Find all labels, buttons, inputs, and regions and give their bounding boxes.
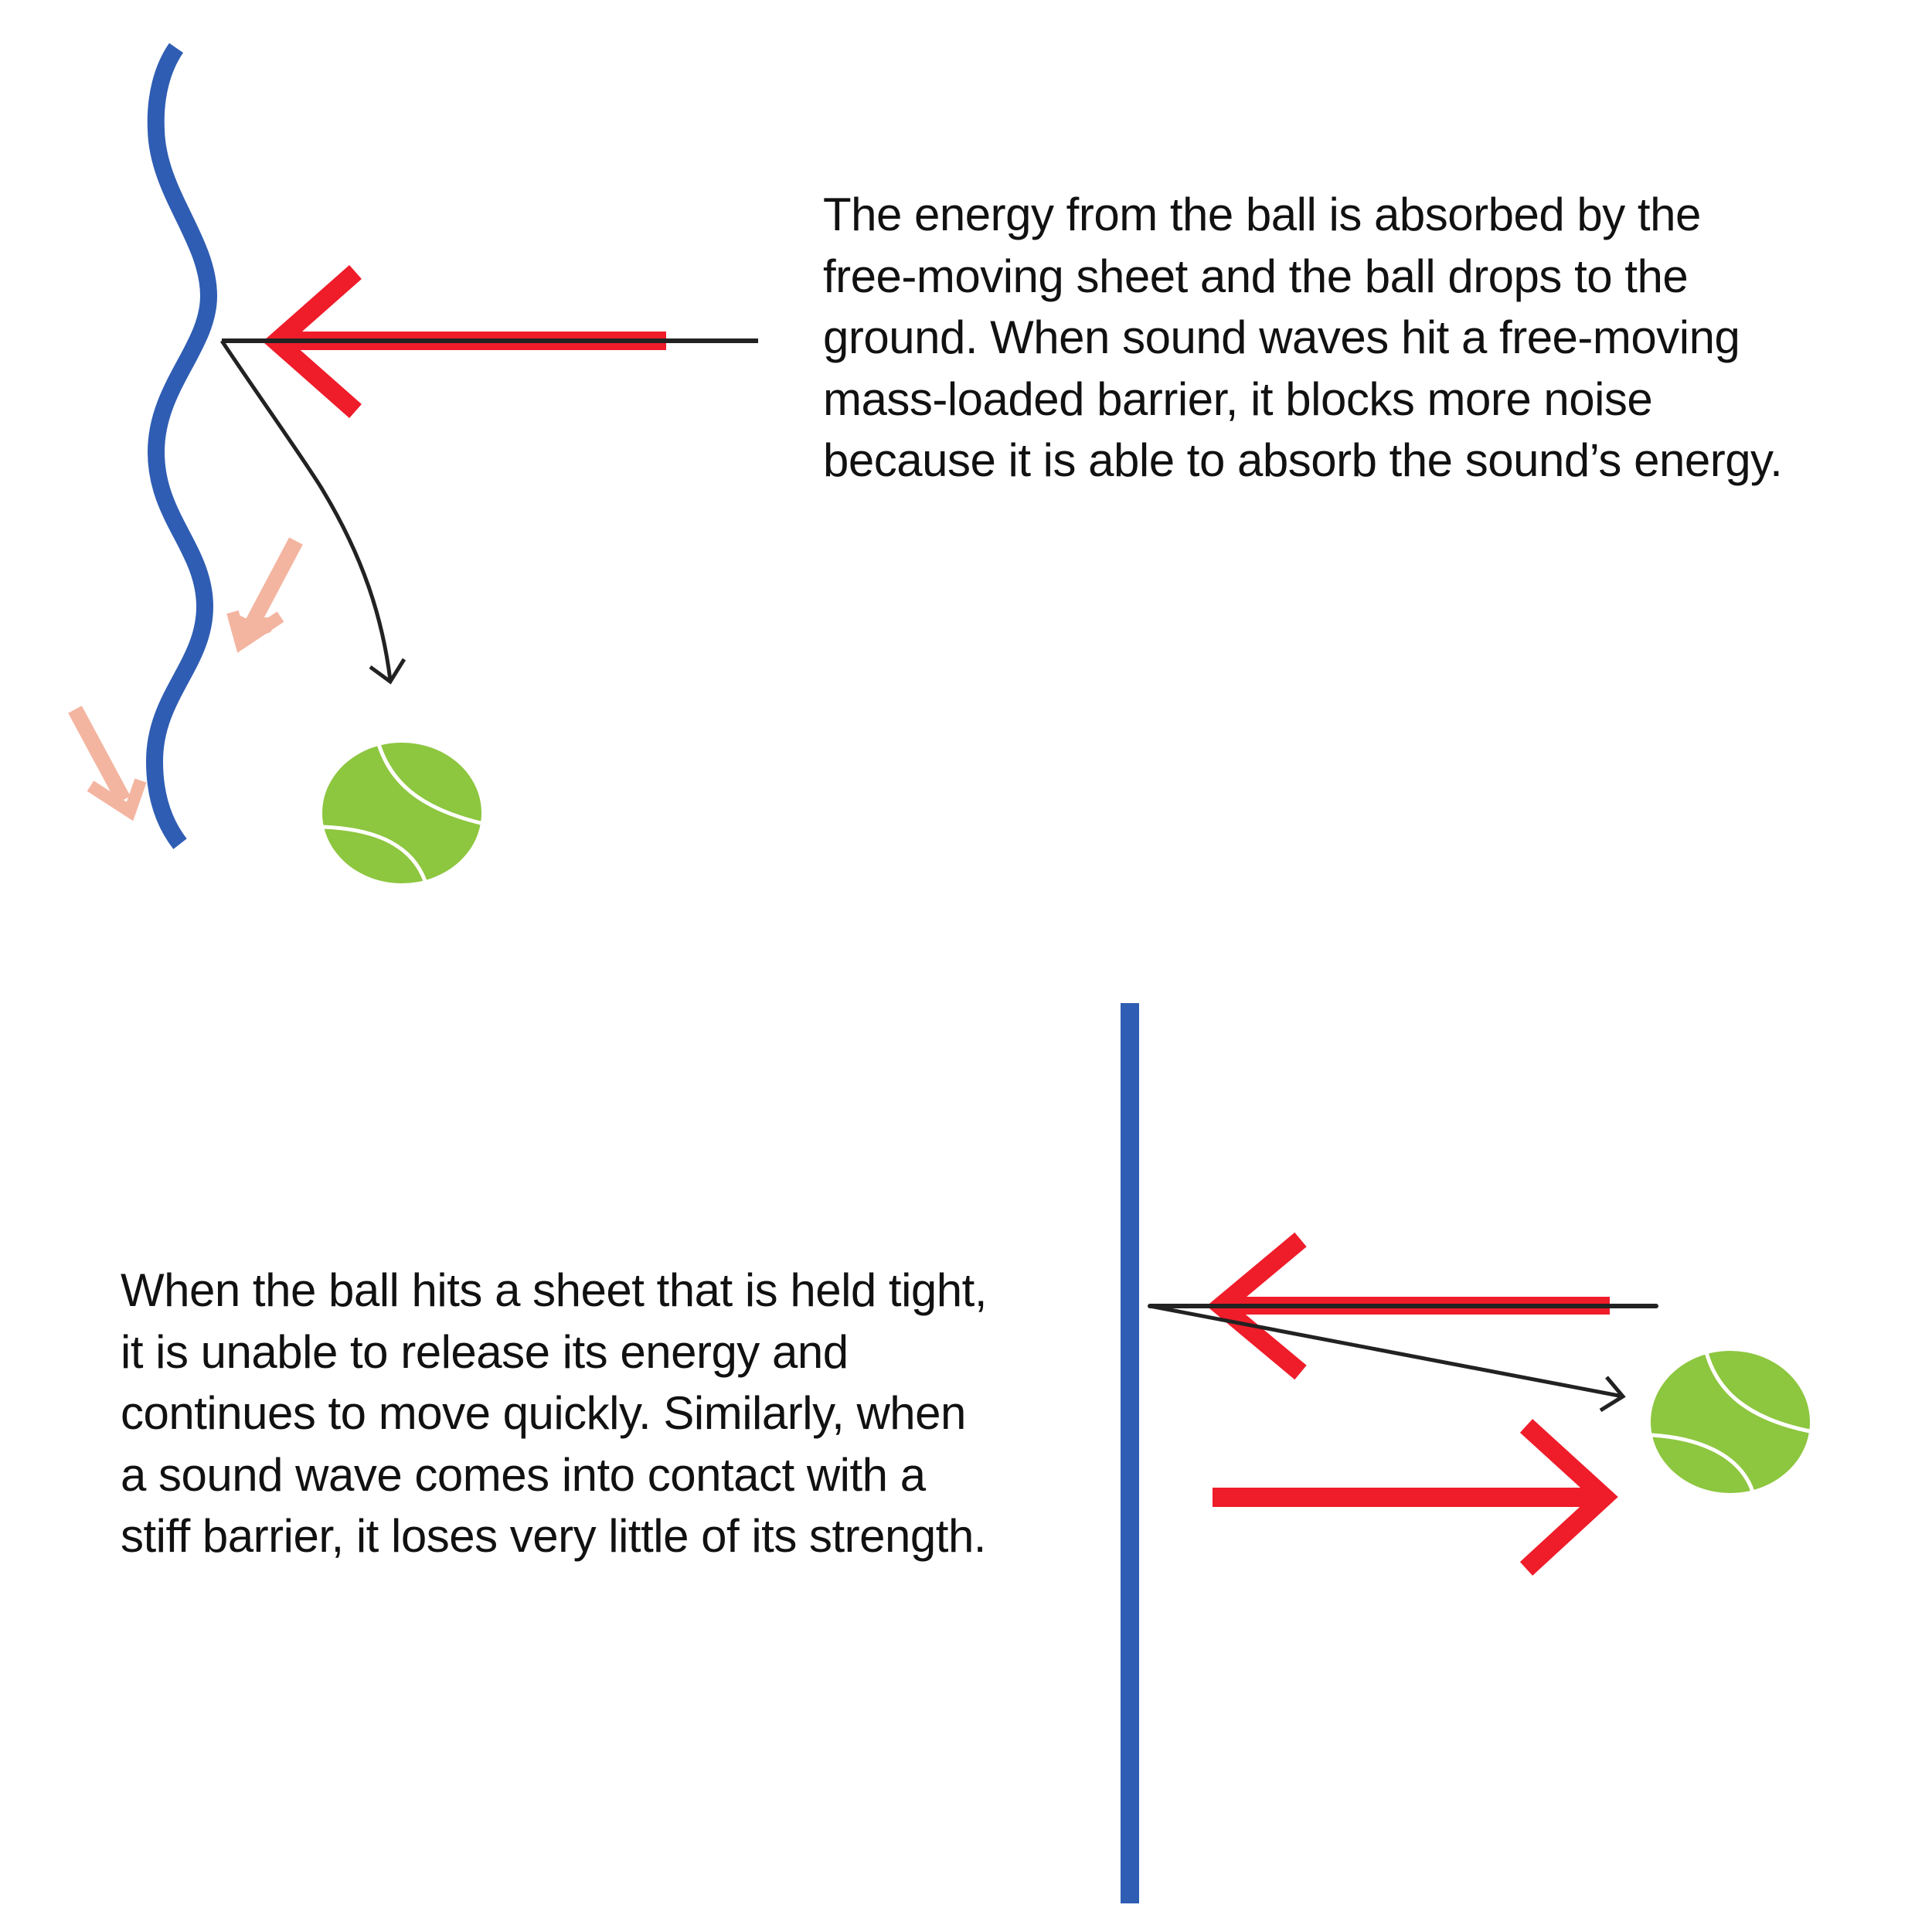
caption-line: mass-loaded barrier, it blocks more nois… [823,372,1653,425]
top-panel-caption: The energy from the ball is absorbed by … [823,184,1783,492]
rebound-force-arrow-icon [1213,1419,1618,1576]
ball-trajectory-drop-arrow-icon [219,338,758,685]
caption-line: The energy from the ball is absorbed by … [823,189,1701,240]
top-panel-illustration [68,43,758,883]
caption-line: When the ball hits a sheet that is held … [121,1264,988,1316]
wavy-barrier-icon [145,43,218,849]
ball-trajectory-rebound-arrow-icon [1148,1304,1658,1413]
absorbed-energy-arrow-icon [68,706,147,821]
caption-line: stiff barrier, it loses very little of i… [121,1510,986,1562]
caption-line: it is unable to release its energy and [121,1325,849,1378]
caption-line: continues to move quickly. Similarly, wh… [121,1387,966,1439]
absorbed-energy-arrow-icon [226,537,303,653]
caption-line: ground. When sound waves hit a free-movi… [823,311,1740,363]
tennis-ball-icon [322,743,481,883]
bottom-panel-caption: When the ball hits a sheet that is held … [121,1260,988,1567]
bottom-panel-illustration [1121,1003,1811,1903]
tennis-ball-icon [1651,1351,1811,1493]
caption-line: a sound wave comes into contact with a [121,1448,926,1501]
straight-barrier-icon [1121,1003,1139,1903]
caption-line: because it is able to absorb the sound’s… [823,434,1783,486]
caption-line: free-moving sheet and the ball drops to … [823,250,1689,302]
